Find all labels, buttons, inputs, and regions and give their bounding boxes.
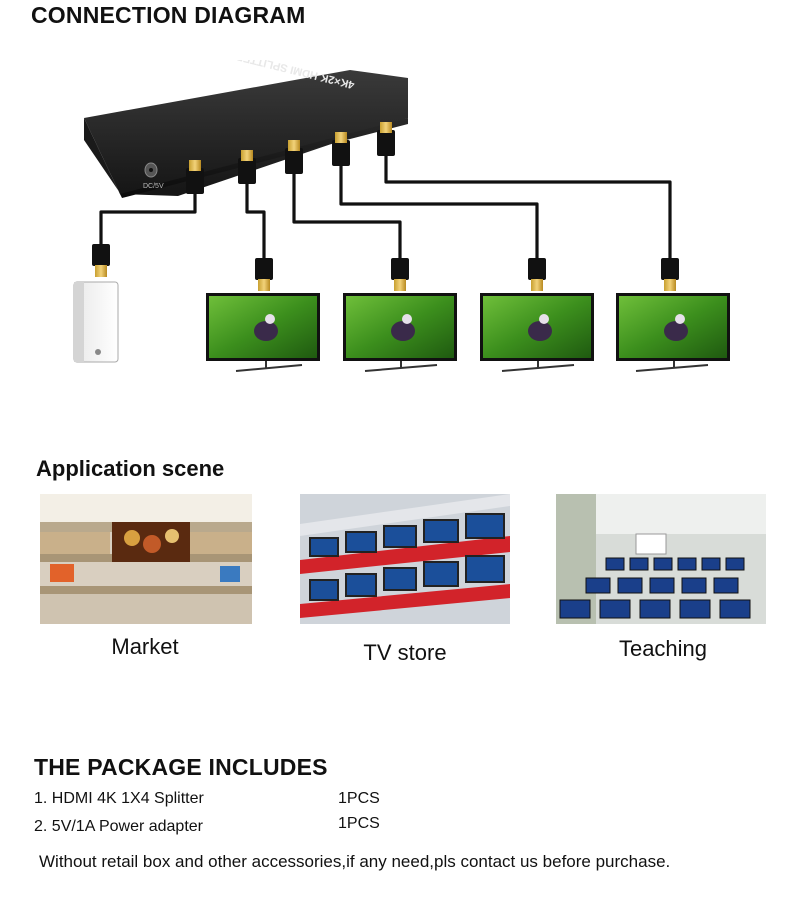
hdmi-source-device [73,281,119,363]
hdmi-cables [99,156,672,262]
tv-monitor-2 [343,293,457,372]
scene-market-image [40,494,252,624]
package-item-1-name: 1. HDMI 4K 1X4 Splitter [34,790,204,807]
package-item-2-name: 2. 5V/1A Power adapter [34,818,203,835]
splitter-hdmi-plugs [186,122,395,194]
scene-teaching-image [556,494,766,624]
tv-monitor-4 [616,293,730,372]
connection-diagram-title: CONNECTION DIAGRAM [31,2,306,28]
scene-market-caption: Market [111,634,179,659]
scene-tv-store-caption: TV store [363,640,447,665]
package-item-2-qty: 1PCS [338,815,380,832]
input-cable [99,194,197,248]
package-note: Without retail box and other accessories… [39,852,671,871]
package-title: THE PACKAGE INCLUDES [34,754,328,780]
package-item-1-qty: 1PCS [338,790,380,807]
scene-tv-store-image [300,494,510,624]
tv-monitor-3 [480,293,594,372]
output-cable-1 [245,184,266,262]
scene-teaching-caption: Teaching [618,636,708,661]
cable-end-plugs [92,244,679,291]
power-port-label: DC/5V [143,183,164,190]
tv-monitor-1 [206,293,320,372]
output-cable-3 [339,166,539,262]
output-cable-2 [292,174,402,262]
application-scene-title: Application scene [36,456,225,481]
output-cable-4 [384,156,672,262]
connection-diagram: 4K×2K HDMI SPLITTER 1X4 3D DC/5V [73,60,730,372]
